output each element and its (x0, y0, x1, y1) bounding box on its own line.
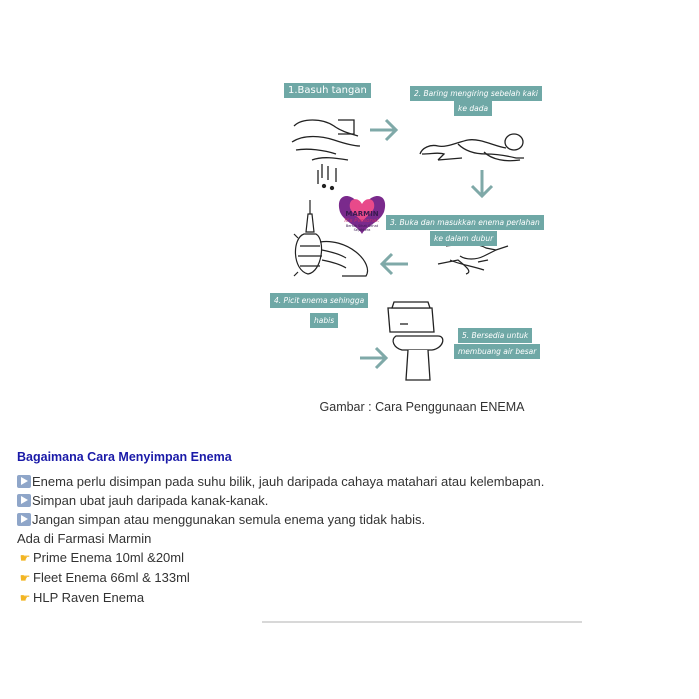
arrow-left-icon (382, 254, 408, 274)
figure-caption: Gambar : Cara Penggunaan ENEMA (262, 400, 582, 414)
lying-position-illustration (420, 134, 524, 161)
insertion-illustration (438, 244, 508, 274)
step-3-label: 3. Buka dan masukkan enema perlahan (386, 215, 544, 230)
step-4-label: 4. Picit enema sehingga (270, 293, 368, 308)
toilet-illustration (388, 302, 443, 380)
storage-tip: Enema perlu disimpan pada suhu bilik, ja… (17, 472, 677, 491)
enema-usage-infographic: 1.Basuh tangan 2. Baring mengiring sebel… (262, 74, 582, 396)
arrow-down-icon (472, 170, 492, 196)
pointing-hand-icon: ☛ (17, 589, 33, 608)
step-5-label-cont: membuang air besar (454, 344, 540, 359)
divider (262, 621, 582, 623)
step-3-label-cont: ke dalam dubur (430, 231, 497, 246)
hand-washing-illustration (292, 120, 360, 190)
product-item: ☛HLP Raven Enema (17, 588, 677, 608)
availability-text: Ada di Farmasi Marmin (17, 529, 677, 548)
step-5-label: 5. Bersedia untuk (458, 328, 532, 343)
play-icon (17, 475, 31, 488)
storage-section: Bagaimana Cara Menyimpan Enema Enema per… (17, 450, 677, 608)
step-4-label-cont: habis (310, 313, 338, 328)
step-1-label: 1.Basuh tangan (284, 83, 371, 98)
step-2-label-cont: ke dada (454, 101, 492, 116)
pointing-hand-icon: ☛ (17, 549, 33, 568)
product-item: ☛Fleet Enema 66ml & 133ml (17, 568, 677, 588)
play-icon (17, 513, 31, 526)
play-icon (17, 494, 31, 507)
storage-tip: Jangan simpan atau menggunakan semula en… (17, 510, 677, 529)
product-item: ☛Prime Enema 10ml &20ml (17, 548, 677, 568)
arrow-right-icon (370, 120, 396, 140)
step-2-label: 2. Baring mengiring sebelah kaki (410, 86, 542, 101)
section-heading: Bagaimana Cara Menyimpan Enema (17, 450, 677, 464)
arrow-right-icon (360, 348, 386, 368)
storage-tip: Simpan ubat jauh daripada kanak-kanak. (17, 491, 677, 510)
logo-text: MARMIN It's Personal. Bersih Sihat Sehat… (338, 210, 386, 232)
pointing-hand-icon: ☛ (17, 569, 33, 588)
